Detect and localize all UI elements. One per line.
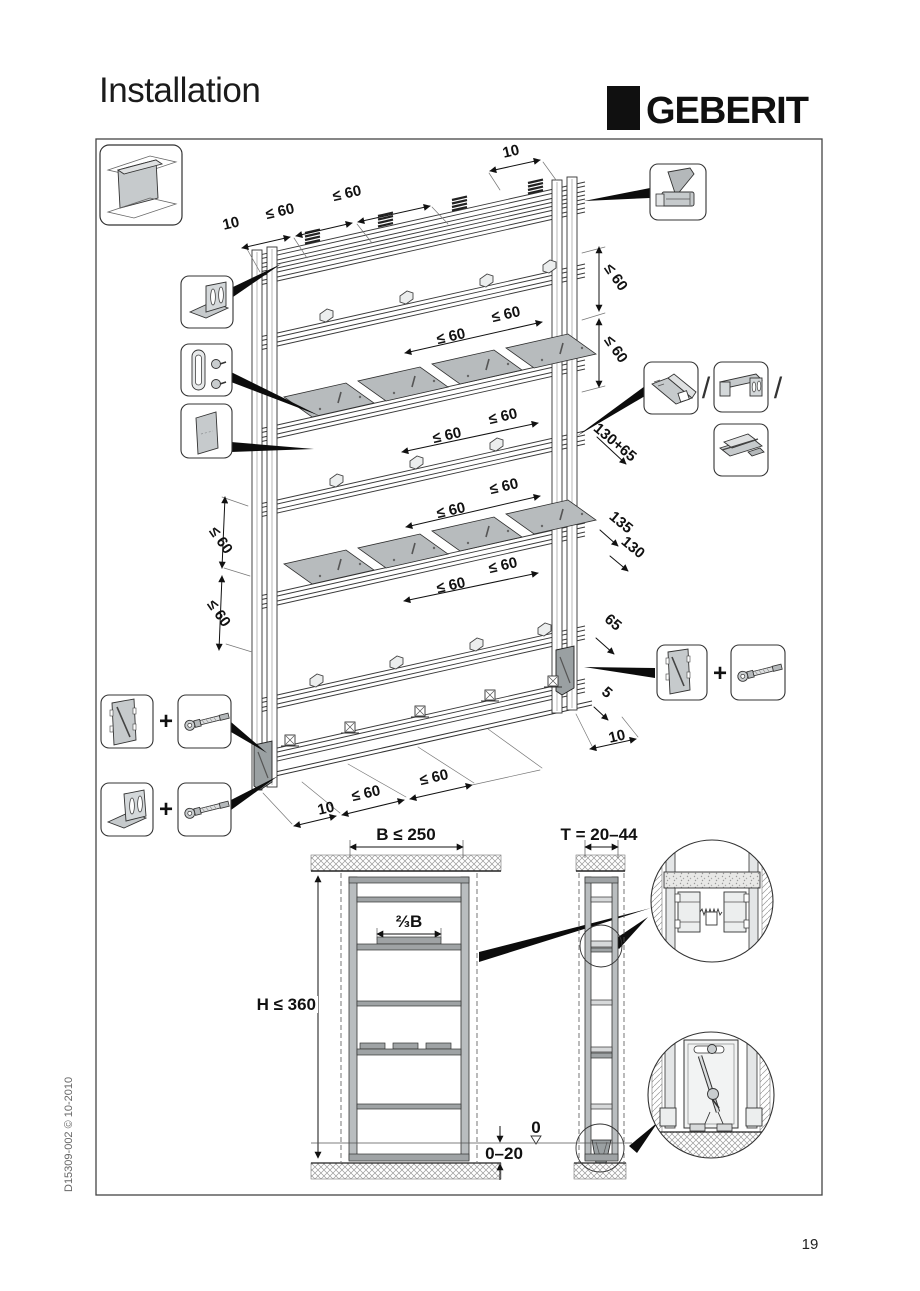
dim-label: ≤ 60: [488, 475, 520, 498]
rail-connector-icon: [713, 423, 769, 477]
dim-label: 10: [501, 141, 521, 161]
dim-label: 5: [598, 683, 615, 701]
right-post: [551, 176, 578, 714]
slotted-strip-icon: [180, 343, 233, 397]
geberit-logo: GEBERIT: [607, 86, 810, 132]
callout-icons: / / +: [99, 144, 786, 837]
plus-sign: +: [159, 708, 173, 735]
dim-label: 130+65: [590, 420, 640, 465]
dim-label: 10: [607, 726, 627, 746]
dim-label: ≤ 60: [435, 499, 467, 522]
dim-label: 10: [221, 213, 241, 233]
level-mark-icon: [530, 1135, 542, 1145]
side-view: T = 20–44: [560, 825, 638, 1180]
logo-square-icon: [607, 86, 640, 130]
floor-bracket-icon: [100, 782, 154, 837]
dim-label: ≤ 60: [205, 524, 236, 558]
dim-label: 10: [316, 798, 336, 818]
wall-panel-icon: [99, 144, 183, 226]
plus-sign: +: [713, 660, 727, 687]
dim-label: 135: [606, 508, 636, 537]
detail-ring-upper: [579, 924, 623, 968]
document-code: D15309-002 © 10-2010: [63, 1077, 75, 1192]
detail-circle-bottom: [647, 1031, 775, 1159]
dim-label: ≤ 60: [331, 182, 363, 205]
dim-label: ≤ 60: [264, 200, 296, 223]
anchor-bolt-icon: [177, 694, 232, 749]
figure-border: [95, 138, 823, 1196]
dim-label: ≤ 60: [435, 325, 467, 348]
floor-foot-icon: [100, 694, 154, 749]
isometric-frame-diagram: [251, 176, 597, 791]
dim-label: ≤ 60: [600, 333, 631, 367]
dim-label: ≤ 60: [490, 303, 522, 326]
angle-bracket-icon: [180, 275, 234, 329]
logo-wordmark: GEBERIT: [646, 90, 809, 132]
rail-bracket-icon: [713, 361, 769, 413]
anchor-bolt-icon: [730, 644, 786, 701]
width-dim-label: B ≤ 250: [376, 825, 435, 844]
dim-label: ≤ 60: [487, 554, 519, 577]
page-header: Installation GEBERIT: [99, 71, 810, 132]
depth-dim-label: T = 20–44: [560, 825, 638, 844]
dim-label: 130: [618, 533, 648, 562]
detail-circle-top: [650, 839, 774, 963]
plus-sign: +: [159, 796, 173, 823]
height-dim-label: H ≤ 360: [257, 995, 316, 1014]
page-footer: D15309-002 © 10-2010 19: [63, 1077, 818, 1253]
floor-hatch: [573, 1162, 627, 1180]
dim-label: ≤ 60: [350, 782, 382, 805]
ceiling-hatch: [310, 854, 502, 872]
left-post: [251, 246, 278, 791]
dim-label: ≤ 60: [203, 597, 234, 631]
wall-anchor-plate-icon: [656, 644, 708, 701]
dim-label: ≤ 60: [431, 424, 463, 447]
or-slash: /: [774, 372, 783, 405]
level-zero-label: 0: [531, 1118, 540, 1137]
front-view: B ≤ 250 ⅔B H ≤ 360: [257, 825, 502, 1180]
floor-level-dims: 0 0–20: [311, 1118, 632, 1180]
spacer-plate-icon: [180, 403, 233, 459]
gap-dim-label: 0–20: [485, 1144, 523, 1163]
shelf-dim-label: ⅔B: [396, 912, 422, 931]
profile-connector-icon: [643, 361, 699, 415]
floor-hatch: [310, 1162, 502, 1180]
dim-label: ≤ 60: [487, 405, 519, 428]
anchor-bolt-icon: [177, 782, 232, 837]
dim-label: ≤ 60: [418, 766, 450, 789]
or-slash: /: [702, 372, 711, 405]
dim-label: 65: [601, 611, 625, 635]
rail-clips: [280, 178, 563, 747]
detail-ring-lower: [575, 1123, 625, 1173]
page-title: Installation: [99, 71, 260, 110]
dim-label: ≤ 60: [600, 261, 631, 295]
page-number: 19: [802, 1236, 819, 1253]
crimping-tool-icon: [649, 163, 707, 221]
leader-arrows: [231, 188, 658, 1153]
dim-label: ≤ 60: [435, 574, 467, 597]
